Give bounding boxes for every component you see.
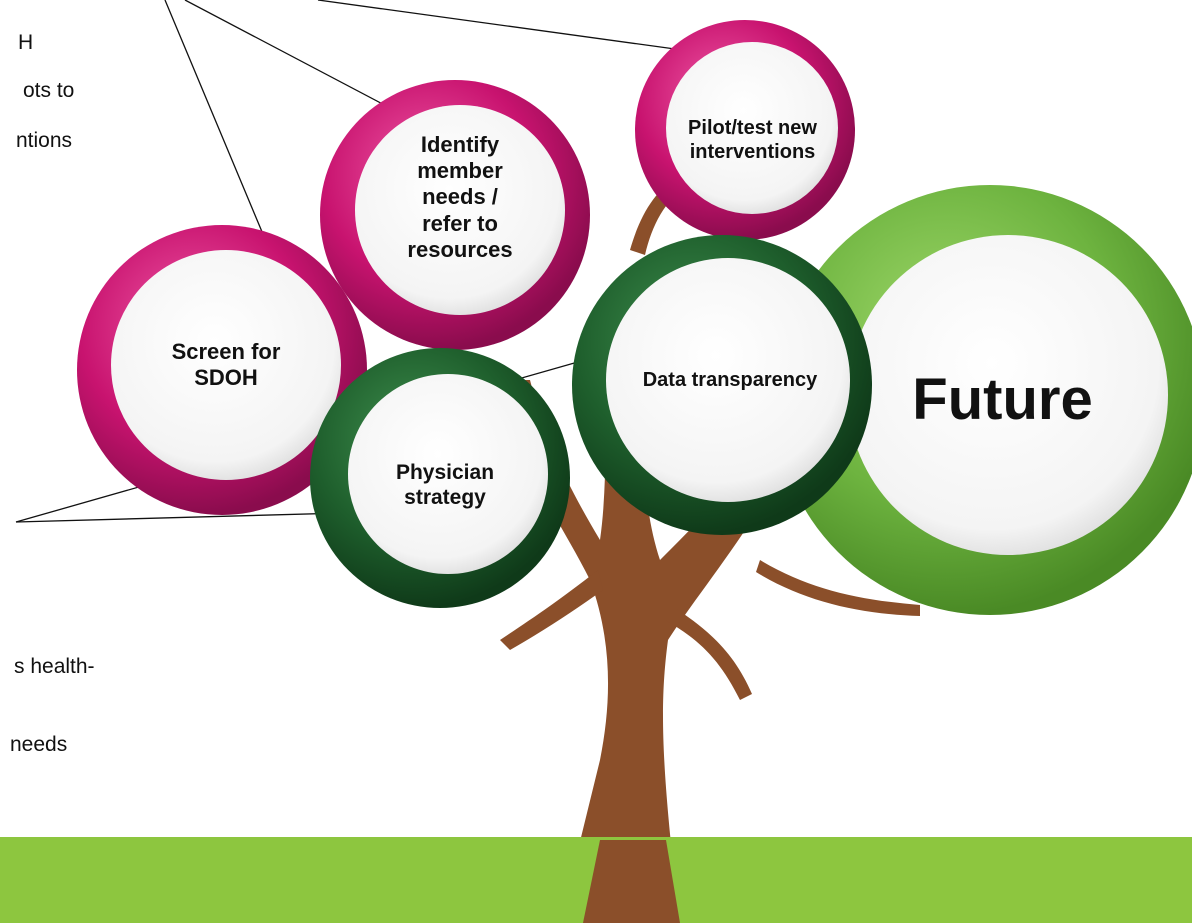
pilot-test-inner: [666, 42, 838, 214]
pilot-test-label: Pilot/test new interventions: [688, 117, 817, 163]
side-text-line-3: ntions: [16, 129, 73, 152]
identify-needs-inner: [355, 105, 565, 315]
physician-strategy-inner: [348, 374, 548, 574]
side-text-line-1: H: [18, 31, 34, 54]
side-text-line-2: ots to: [23, 79, 75, 102]
side-text-line-5: needs: [10, 733, 68, 756]
screen-sdoh-label: Screen for SDOH: [171, 338, 281, 390]
data-transparency-label: Data transparency: [642, 369, 818, 391]
screen-sdoh-inner: [111, 250, 341, 480]
identify-needs-label: Identify member needs / refer to resourc…: [407, 131, 513, 263]
future-inner: [848, 235, 1168, 555]
physician-strategy-label: Physician strategy: [395, 460, 495, 509]
side-text-line-4: s health-: [14, 655, 95, 678]
future-label: Future: [912, 367, 1093, 433]
ground-bar: [0, 837, 1192, 923]
data-transparency-inner: [606, 258, 850, 502]
